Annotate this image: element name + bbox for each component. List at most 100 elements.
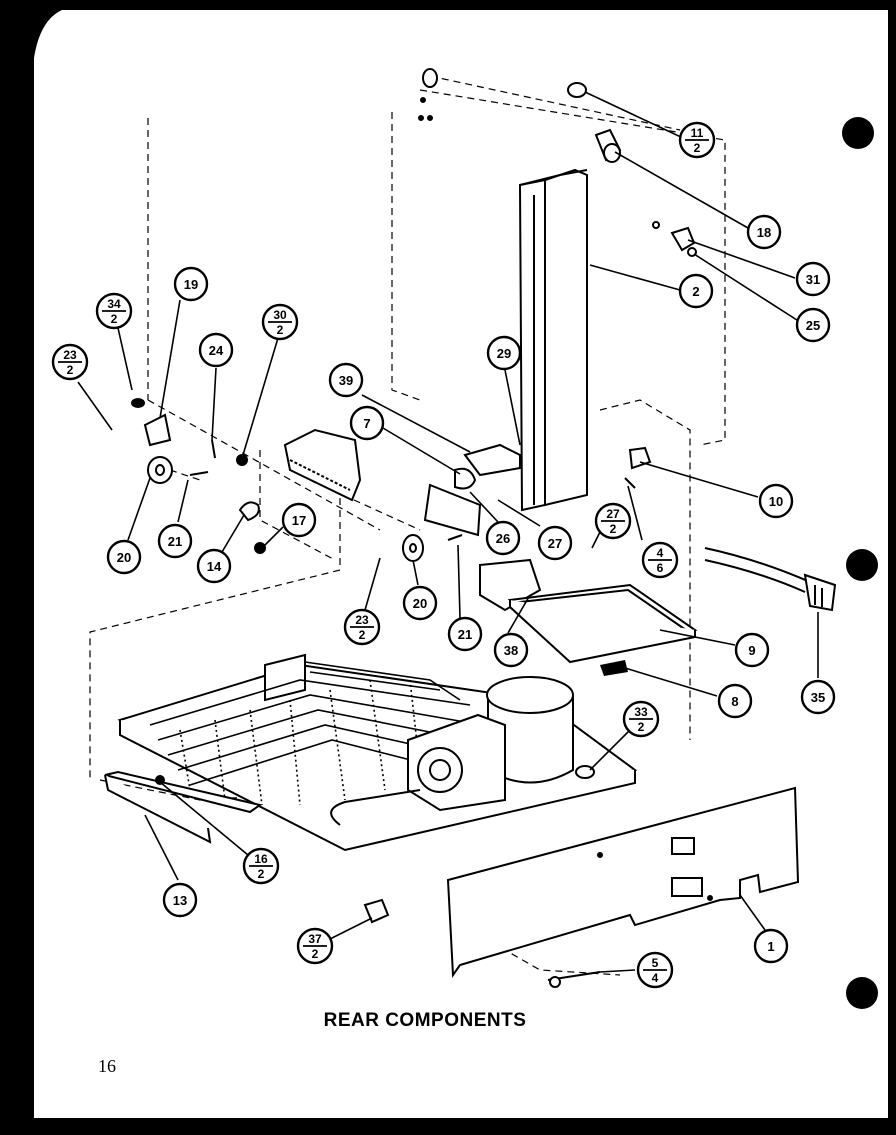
callout-39: 39 [328,362,364,398]
callout-number: 30 [273,308,287,322]
callout-17: 17 [281,502,317,538]
callout-18: 18 [746,214,782,250]
callout-circle [758,483,794,519]
callout-circle [157,523,193,559]
callout-circle [196,548,232,584]
callout-24: 24 [198,332,234,368]
callout-number: 9 [748,643,755,658]
callout-number: 35 [811,690,825,705]
callout-circle [795,307,831,343]
pan-clip [600,660,628,676]
callout-number: 4 [657,546,664,560]
callout-19: 19 [173,266,209,302]
callout-number: 25 [806,318,820,333]
top-fittings [418,68,697,257]
callout-number: 17 [292,513,306,528]
callout-number: 20 [413,596,427,611]
callout-number: 18 [757,225,771,240]
callout-number: 11 [691,126,704,140]
callout-circle [447,616,483,652]
callout-34-2: 342 [95,292,133,330]
callout-number: 27 [548,536,562,551]
callout-quantity: 2 [610,522,617,536]
leader-lines [77,91,819,973]
callout-37-2: 372 [296,927,334,965]
rear-column-channel [518,168,588,512]
callout-number: 24 [209,343,224,358]
callout-14: 14 [196,548,232,584]
callout-circle [106,539,142,575]
callout-circle [746,214,782,250]
callout-number: 39 [339,373,353,388]
callout-circle [734,632,770,668]
callout-number: 20 [117,550,131,565]
callout-11-2: 112 [678,121,716,159]
callout-circle [349,405,385,441]
callout-2: 2 [678,273,714,309]
callout-number: 1 [767,939,774,954]
callout-20b: 20 [402,585,438,621]
callout-5-4: 54 [636,951,674,989]
power-cord [704,547,837,612]
callout-circle [402,585,438,621]
callout-21a: 21 [157,523,193,559]
callout-number: 21 [168,534,182,549]
callout-number: 16 [254,852,268,866]
callout-8: 8 [717,683,753,719]
callout-number: 7 [363,416,370,431]
callout-circle [800,679,836,715]
diagram-title: REAR COMPONENTS [323,1010,527,1031]
punch-hole-top [842,117,874,149]
angle-bracket [104,770,263,844]
punch-hole-middle [846,549,878,581]
callout-1: 1 [753,928,789,964]
callout-number: 31 [806,272,820,287]
callout-quantity: 4 [652,971,659,985]
base-tube [330,789,421,826]
callout-13: 13 [162,882,198,918]
callout-quantity: 2 [258,867,265,881]
callout-quantity: 2 [359,628,366,642]
callout-circle [173,266,209,302]
callout-23-2b: 232 [343,608,381,646]
panel-screw-head [549,976,561,988]
callout-30-2: 302 [261,303,299,341]
page-number: 16 [98,1056,116,1076]
drain-pan [507,583,698,664]
callout-16-2: 162 [242,847,280,885]
callout-circle [485,520,521,556]
callout-35: 35 [800,679,836,715]
callout-number: 23 [63,348,77,362]
callout-25: 25 [795,307,831,343]
callout-circle [753,928,789,964]
callout-circle [537,525,573,561]
callout-quantity: 2 [312,947,319,961]
callout-number: 8 [731,694,738,709]
callout-27-2: 272 [594,502,632,540]
callout-31: 31 [795,261,831,297]
callout-circle [795,261,831,297]
callout-circle [281,502,317,538]
callout-9: 9 [734,632,770,668]
callout-quantity: 6 [657,561,664,575]
callout-number: 2 [692,284,699,299]
callout-number: 5 [652,956,659,970]
punch-hole-bottom [846,977,878,1009]
callout-circle [328,362,364,398]
callout-10: 10 [758,483,794,519]
callout-circle [198,332,234,368]
callout-26: 26 [485,520,521,556]
callout-number: 34 [107,297,121,311]
callout-circle [493,632,529,668]
callout-number: 29 [497,346,511,361]
callout-7: 7 [349,405,385,441]
callout-number: 19 [184,277,198,292]
callout-33-2: 332 [622,700,660,738]
callout-38: 38 [493,632,529,668]
callout-number: 13 [173,893,187,908]
grommet-33 [575,765,595,779]
callout-number: 27 [606,507,620,521]
callout-4-6: 46 [641,541,679,579]
